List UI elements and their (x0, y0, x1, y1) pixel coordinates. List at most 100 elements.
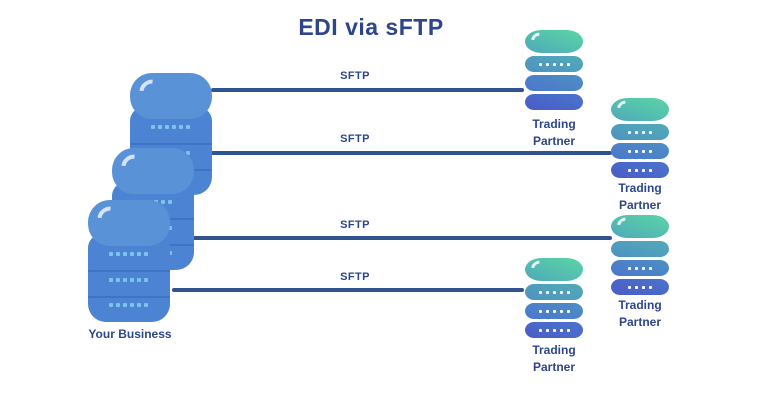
dot-icon (130, 303, 134, 307)
diagram-title: EDI via sFTP (298, 14, 444, 40)
panel-dot-row (611, 279, 669, 295)
dot-icon (109, 303, 113, 307)
dot-icon (559, 309, 563, 313)
dot-icon (168, 251, 172, 255)
dot-icon (559, 290, 563, 294)
dot-icon (635, 168, 638, 172)
database-layer (525, 284, 583, 300)
dot-icon (566, 62, 570, 66)
panel-dot-row (525, 322, 583, 338)
dot-icon (635, 285, 638, 289)
panel-dot-row (525, 75, 583, 91)
dot-icon (642, 168, 645, 172)
dot-icon (123, 252, 127, 256)
server-led-row (109, 303, 148, 307)
server-divider (88, 270, 170, 272)
sftp-label-1: SFTP (340, 70, 370, 82)
panel-dot-row (611, 143, 669, 159)
dot-icon (545, 309, 549, 313)
dot-icon (116, 303, 120, 307)
dot-icon (552, 309, 556, 313)
dot-icon (109, 278, 113, 282)
dot-icon (116, 278, 120, 282)
highlight-shine-icon (614, 214, 635, 236)
server-divider (88, 296, 170, 298)
database-cap (611, 214, 669, 238)
dot-icon (628, 285, 631, 289)
dot-icon (538, 62, 542, 66)
dot-icon (130, 278, 134, 282)
dot-icon (552, 290, 556, 294)
sftp-connection-line-2 (211, 151, 612, 155)
database-layer (525, 322, 583, 338)
dot-icon (545, 62, 549, 66)
database-layer (525, 75, 583, 91)
business-server-stack-3 (88, 200, 170, 322)
dot-icon (635, 130, 638, 134)
dot-icon (186, 151, 190, 155)
dot-icon (566, 328, 570, 332)
database-layer (525, 303, 583, 319)
sftp-label-2: SFTP (340, 133, 370, 145)
server-cap (130, 73, 212, 119)
dot-icon (144, 252, 148, 256)
dot-icon (144, 278, 148, 282)
highlight-shine-icon (614, 97, 635, 119)
business-label: Your Business (88, 327, 172, 341)
sftp-label-3: SFTP (340, 219, 370, 231)
panel-dot-row (525, 303, 583, 319)
database-layer (611, 162, 669, 178)
dot-icon (179, 125, 183, 129)
dot-icon (151, 125, 155, 129)
dot-icon (137, 252, 141, 256)
highlight-shine-icon (528, 29, 549, 51)
database-cap (611, 97, 669, 121)
dot-icon (158, 125, 162, 129)
dot-icon (642, 285, 645, 289)
panel-dot-row (611, 162, 669, 178)
dot-icon (552, 62, 556, 66)
dot-icon (137, 278, 141, 282)
database-layer (611, 124, 669, 140)
dot-icon (123, 303, 127, 307)
server-led-row (109, 252, 148, 256)
server-led-row (151, 125, 190, 129)
database-layer (611, 241, 669, 257)
dot-icon (649, 168, 652, 172)
trading-partner-label-1: Trading Partner (532, 117, 576, 148)
dot-icon (642, 266, 645, 270)
trading-partner-server-3 (611, 214, 669, 297)
dot-icon (628, 130, 631, 134)
database-cap (525, 29, 583, 53)
database-layer (525, 56, 583, 72)
dot-icon (628, 168, 631, 172)
dot-icon (168, 200, 172, 204)
server-body (88, 234, 170, 322)
sftp-connection-line-1 (211, 88, 524, 92)
sftp-connection-line-4 (172, 288, 524, 292)
server-divider (130, 143, 212, 145)
dot-icon (635, 266, 638, 270)
dot-icon (545, 328, 549, 332)
trading-partner-label-4: Trading Partner (532, 343, 576, 374)
dot-icon (538, 290, 542, 294)
dot-icon (628, 266, 631, 270)
dot-icon (566, 290, 570, 294)
dot-icon (123, 278, 127, 282)
dot-icon (649, 149, 652, 153)
highlight-shine-icon (528, 257, 549, 279)
dot-icon (186, 125, 190, 129)
panel-dot-row (525, 94, 583, 110)
trading-partner-server-1 (525, 29, 583, 112)
dot-icon (538, 328, 542, 332)
dot-icon (116, 252, 120, 256)
dot-icon (649, 130, 652, 134)
dot-icon (137, 303, 141, 307)
dot-icon (130, 252, 134, 256)
trading-partner-server-4 (525, 257, 583, 340)
dot-icon (545, 290, 549, 294)
dot-icon (642, 130, 645, 134)
sftp-label-4: SFTP (340, 271, 370, 283)
server-cap (112, 148, 194, 194)
